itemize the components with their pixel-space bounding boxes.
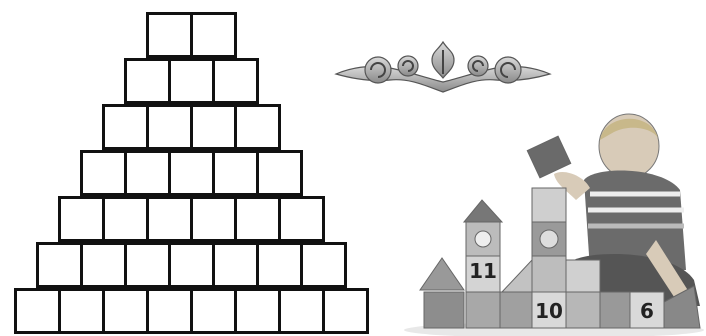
- pyramid-cell[interactable]: [190, 12, 237, 58]
- pyramid-cell[interactable]: [36, 242, 83, 288]
- pyramid-cell[interactable]: [124, 150, 171, 196]
- pyramid-cell[interactable]: [168, 58, 215, 104]
- pyramid-cell[interactable]: [58, 196, 105, 242]
- pyramid-row: [80, 150, 300, 196]
- pyramid-cell[interactable]: [168, 242, 215, 288]
- pyramid-cell[interactable]: [212, 242, 259, 288]
- pyramid-cell[interactable]: [190, 288, 237, 334]
- pyramid-cell[interactable]: [234, 288, 281, 334]
- pyramid-row: [102, 104, 278, 150]
- pyramid-row: [124, 58, 256, 104]
- pyramid-cell[interactable]: [234, 196, 281, 242]
- pyramid-cell[interactable]: [300, 242, 347, 288]
- pyramid-cell[interactable]: [278, 196, 325, 242]
- pyramid-cell[interactable]: [124, 58, 171, 104]
- pyramid-cell[interactable]: [212, 150, 259, 196]
- pyramid-cell[interactable]: [190, 196, 237, 242]
- pyramid-cell[interactable]: [58, 288, 105, 334]
- pyramid-cell[interactable]: [146, 104, 193, 150]
- pyramid-cell[interactable]: [102, 196, 149, 242]
- pyramid-cell[interactable]: [124, 242, 171, 288]
- pyramid-cell[interactable]: [234, 104, 281, 150]
- pyramid-cell[interactable]: [80, 242, 127, 288]
- pyramid-cell[interactable]: [102, 288, 149, 334]
- pyramid-cell[interactable]: [146, 288, 193, 334]
- pyramid-row: [146, 12, 234, 58]
- pyramid-cell[interactable]: [190, 104, 237, 150]
- pyramid-cell[interactable]: [80, 150, 127, 196]
- pyramid-row: [14, 288, 366, 334]
- block-number-label: 10: [535, 299, 563, 323]
- block-number-label: 6: [640, 299, 654, 323]
- pyramid-cell[interactable]: [256, 242, 303, 288]
- pyramid-cell[interactable]: [102, 104, 149, 150]
- pyramid-cell[interactable]: [256, 150, 303, 196]
- pyramid-cell[interactable]: [14, 288, 61, 334]
- pyramid-row: [36, 242, 344, 288]
- pyramid-cell[interactable]: [146, 196, 193, 242]
- pyramid-cell[interactable]: [278, 288, 325, 334]
- pyramid-cell[interactable]: [212, 58, 259, 104]
- pyramid-cell[interactable]: [168, 150, 215, 196]
- child-with-blocks-illustration: 11 10 6: [394, 110, 706, 336]
- block-number-label: 11: [469, 259, 497, 283]
- decorative-scroll-ornament-icon: [330, 38, 556, 100]
- pyramid-cell[interactable]: [322, 288, 369, 334]
- pyramid-cell[interactable]: [146, 12, 193, 58]
- pyramid-row: [58, 196, 322, 242]
